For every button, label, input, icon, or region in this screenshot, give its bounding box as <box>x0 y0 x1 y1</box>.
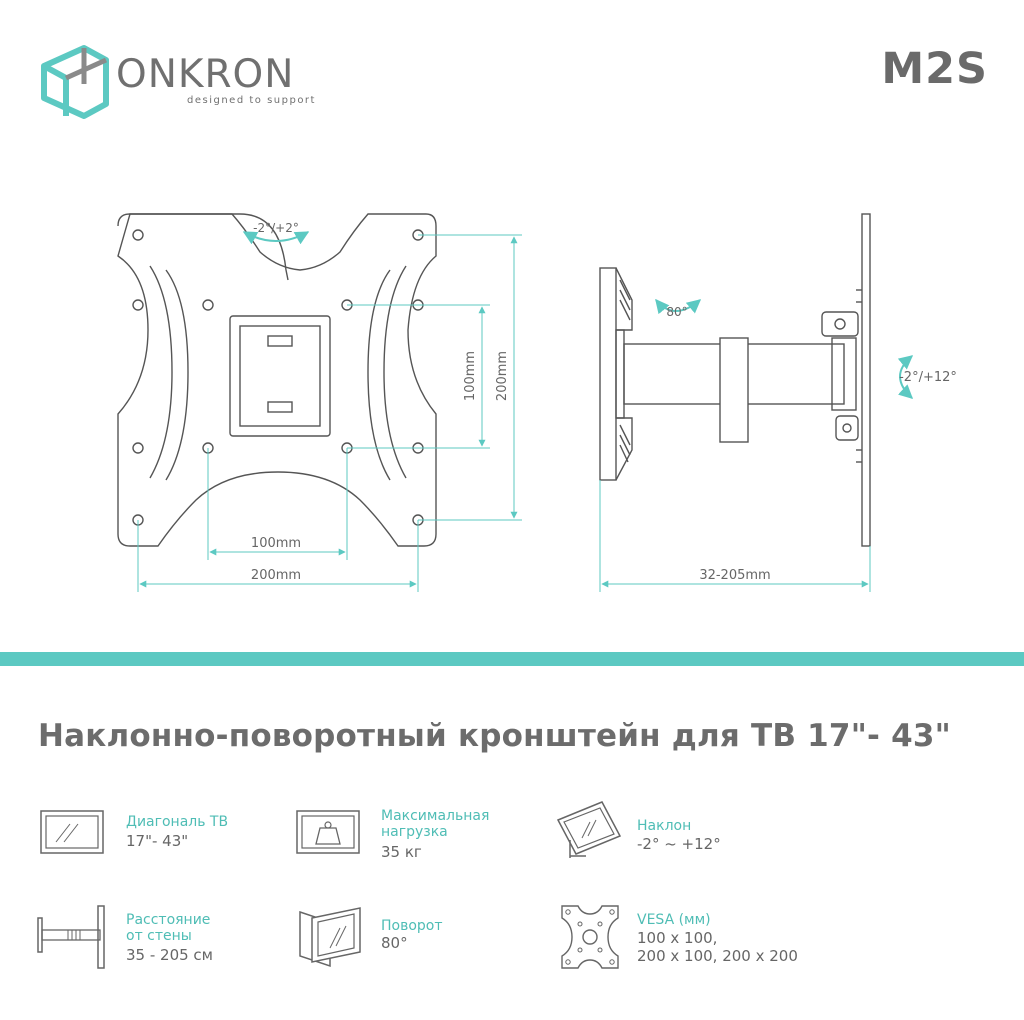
swivel-angle-label: -2°/+2° <box>253 221 299 235</box>
spec-label-distance: Расстояние от стены <box>126 912 211 944</box>
spec-value-vesa: 100 x 100, 200 x 100, 200 x 200 <box>637 929 798 965</box>
product-title: Наклонно-поворотный кронштейн для ТВ 17"… <box>38 718 951 754</box>
spec-value-swivel: 80° <box>381 934 408 952</box>
vesa-icon <box>561 905 619 969</box>
front-view-plate <box>117 213 437 547</box>
spec-label-tilt: Наклон <box>637 818 692 834</box>
spec-label-load: Максимальная нагрузка <box>381 808 490 840</box>
distance-label: 32-205mm <box>699 568 770 583</box>
tv-screen-icon <box>40 810 104 854</box>
onkron-logo-icon <box>41 45 109 119</box>
spec-label-diagonal: Диагональ ТВ <box>126 814 229 830</box>
brand-tagline: designed to support <box>187 95 316 106</box>
spec-label-vesa: VESA (мм) <box>637 912 711 928</box>
outer-width-label: 200mm <box>251 568 301 583</box>
side-view-bracket <box>599 213 871 547</box>
spec-value-diagonal: 17"- 43" <box>126 832 189 850</box>
brand-name: ONKRON <box>116 52 295 97</box>
rotation-angle-label: 80° <box>666 305 687 319</box>
spec-label-swivel: Поворот <box>381 918 443 934</box>
outer-height-label: 200mm <box>495 351 510 401</box>
accent-band <box>0 652 1024 666</box>
spec-value-distance: 35 - 205 см <box>126 946 213 964</box>
tilt-angle-label: -2°/+12° <box>899 370 957 385</box>
weight-icon <box>296 810 360 854</box>
spec-value-tilt: -2° ~ +12° <box>637 835 721 853</box>
inner-height-label: 100mm <box>463 351 478 401</box>
inner-width-label: 100mm <box>251 536 301 551</box>
wall-distance-icon <box>37 905 105 969</box>
swivel-icon <box>299 907 361 968</box>
model-name: M2S <box>881 44 988 94</box>
spec-value-load: 35 кг <box>381 843 422 861</box>
technical-drawing: -2°/+2° 100mm 200mm 100mm 200mm <box>117 213 957 592</box>
tilt-icon <box>556 801 622 858</box>
